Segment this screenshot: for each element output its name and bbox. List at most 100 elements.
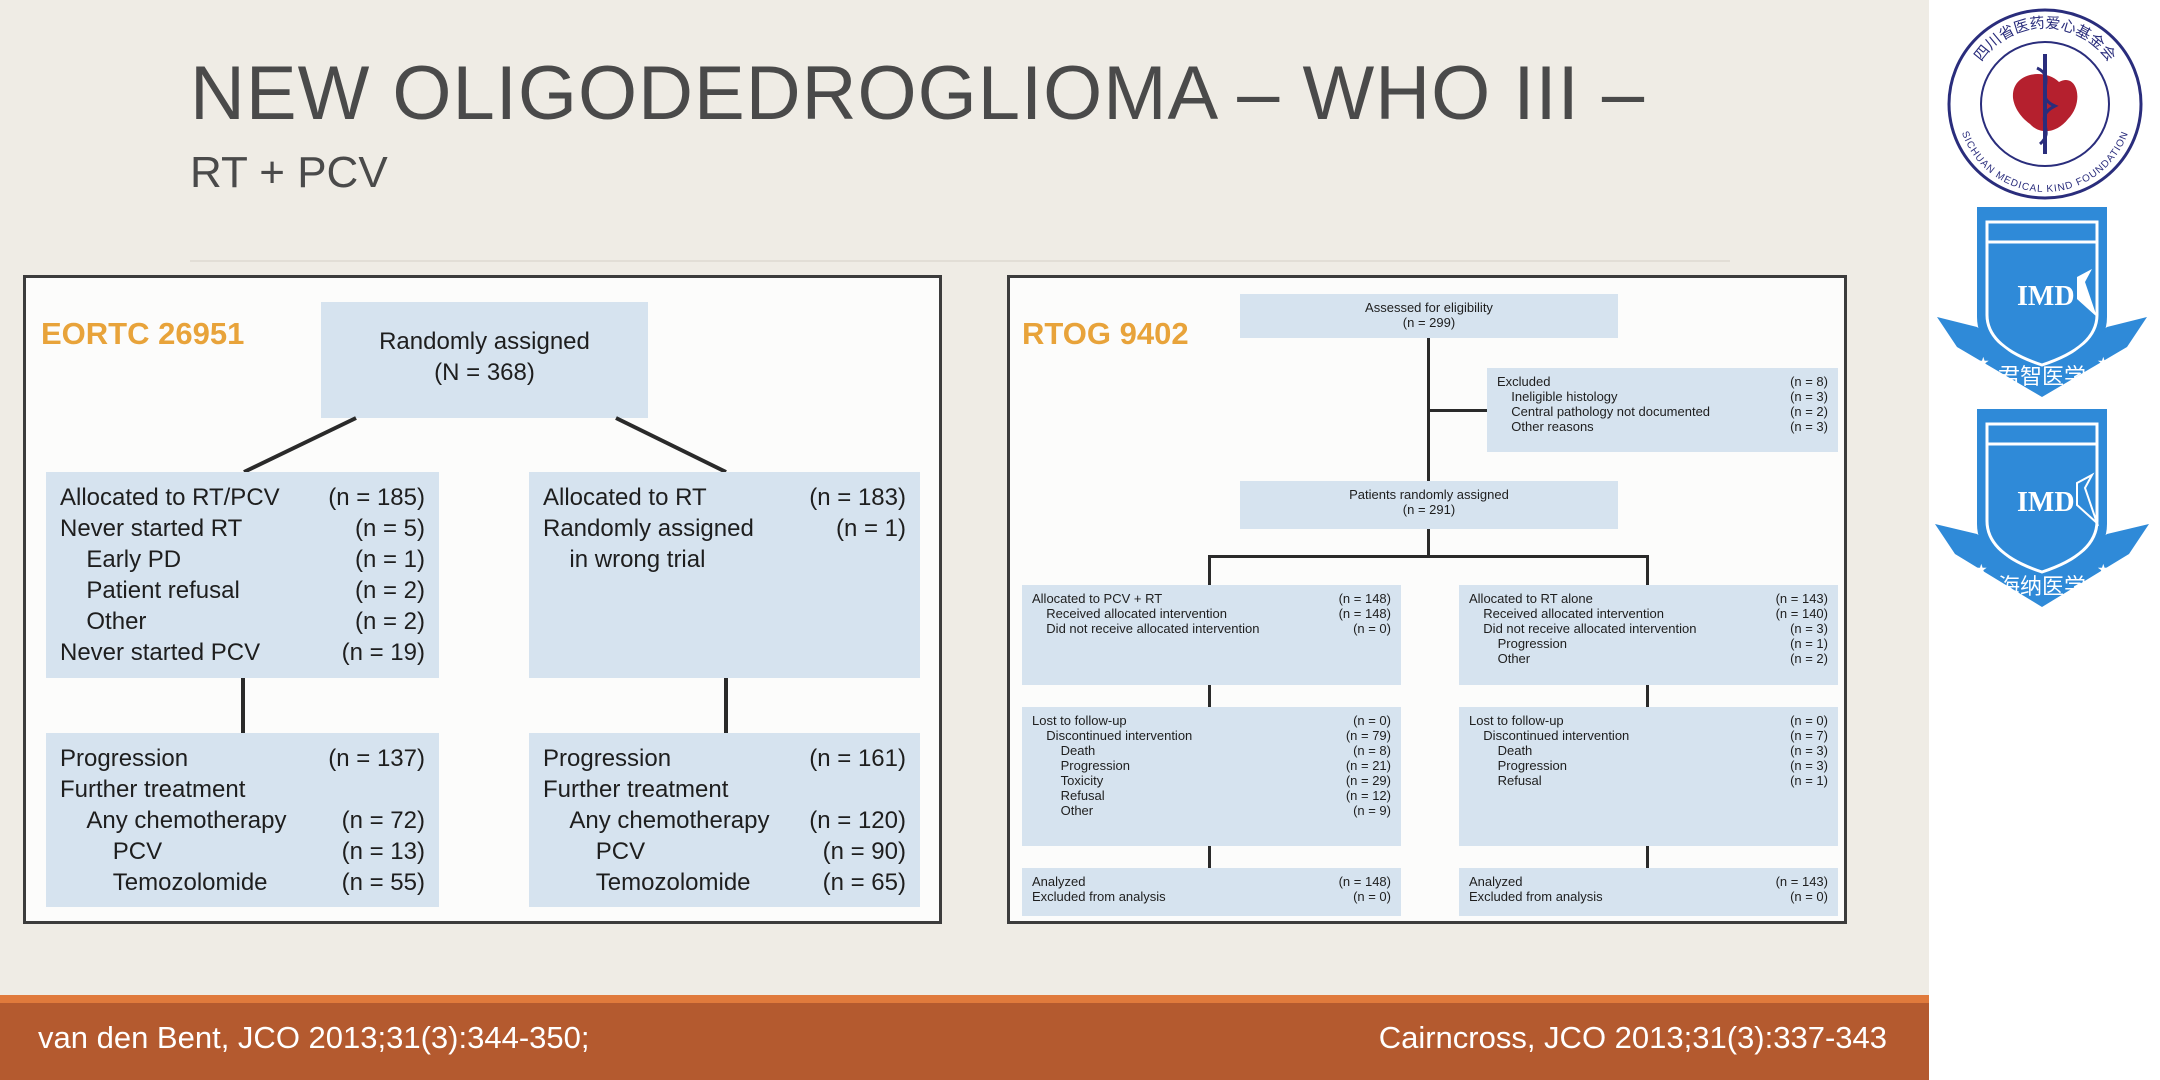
- row-count: (n = 29): [1345, 773, 1391, 788]
- row-label: Allocated to RT: [543, 484, 707, 511]
- box-row: Received allocated intervention(n = 140): [1469, 606, 1828, 621]
- box-row: Excluded from analysis(n = 0): [1469, 889, 1828, 904]
- imd-shield-logo-1: IMD 君智医学 ★★: [1937, 207, 2147, 397]
- connector-line: [1208, 685, 1211, 707]
- row-count: (n = 12): [1345, 788, 1391, 803]
- row-count: (n = 137): [328, 745, 425, 772]
- connector-line: [1208, 846, 1211, 868]
- box-row: Allocated to RT/PCV(n = 185): [60, 482, 425, 513]
- box-row: Early PD(n = 1): [60, 544, 425, 575]
- box-row: Other(n = 2): [1469, 651, 1828, 666]
- row-count: (n = 3): [1790, 621, 1828, 636]
- svg-text:★: ★: [1977, 354, 1990, 370]
- box-row: Analyzed (n = 148): [1032, 874, 1391, 889]
- box-line: (N = 368): [434, 359, 535, 386]
- row-count: (n = 0): [1353, 889, 1391, 904]
- row-label: Progression: [1497, 636, 1567, 651]
- row-count: (n = 72): [341, 807, 425, 834]
- row-count: (n = 1): [835, 515, 906, 542]
- row-count: (n = 161): [809, 745, 906, 772]
- row-count: (n = 9): [1353, 803, 1391, 818]
- box-row: Progression(n = 21): [1032, 758, 1391, 773]
- row-label: PCV: [112, 838, 163, 865]
- row-label: Lost to follow-up: [1032, 713, 1127, 728]
- box-row: Randomly assigned (n = 1): [543, 513, 906, 544]
- row-count: (n = 2): [1790, 404, 1828, 419]
- rt-alone-allocation-box: Allocated to RT alone (n = 143)Received a…: [1459, 585, 1838, 685]
- row-label: Allocated to RT alone: [1469, 591, 1593, 606]
- row-label: Refusal: [1497, 773, 1542, 788]
- row-label: Other reasons: [1511, 419, 1594, 434]
- row-count: (n = 19): [341, 639, 425, 666]
- slide-title: NEW OLIGODEDROGLIOMA – WHO III –: [190, 51, 1646, 136]
- box-row: Other(n = 9): [1032, 803, 1391, 818]
- connector-line: [1427, 409, 1487, 412]
- row-label: Analyzed: [1469, 874, 1523, 889]
- box-row: Received allocated intervention(n = 148): [1032, 606, 1391, 621]
- row-count: (n = 3): [1790, 743, 1828, 758]
- row-label: Allocated to PCV + RT: [1032, 591, 1163, 606]
- box-row: Analyzed(n = 143): [1469, 874, 1828, 889]
- row-label: Did not receive allocated intervention: [1046, 621, 1260, 636]
- row-label: Analyzed: [1032, 874, 1086, 889]
- citation-right: Cairncross, JCO 2013;31(3):337-343: [1378, 1020, 1887, 1055]
- row-label: Patient refusal: [86, 577, 240, 604]
- row-count: (n = 65): [822, 869, 906, 896]
- svg-text:★: ★: [1975, 561, 1988, 577]
- box-row: Allocated to RT(n = 183): [543, 482, 906, 513]
- svg-text:★: ★: [2097, 561, 2110, 577]
- box-row: Excluded(n = 8): [1497, 374, 1828, 389]
- row-count: (n = 2): [1790, 651, 1828, 666]
- row-count: (n = 0): [1353, 713, 1391, 728]
- footer-bar: van den Bent, JCO 2013;31(3):344-350; Ca…: [0, 995, 1929, 1080]
- row-label: Excluded: [1497, 374, 1551, 389]
- row-count: (n = 148): [1338, 874, 1391, 889]
- connector-line: [1427, 529, 1430, 557]
- row-count: (n = 5): [354, 515, 425, 542]
- row-count: (n = 2): [354, 608, 425, 635]
- box-line: Patients randomly assigned: [1349, 487, 1509, 502]
- row-label: Other: [86, 608, 147, 635]
- box-row: Progression(n = 3): [1469, 758, 1828, 773]
- box-row: Patient refusal(n = 2): [60, 575, 425, 606]
- rtog-flowchart: RTOG 9402 Assessed for eligibility (n = …: [1007, 275, 1847, 924]
- box-row: Allocated to RT alone (n = 143): [1469, 591, 1828, 606]
- row-label: PCV: [595, 838, 646, 865]
- pcv-rt-analysis-box: Analyzed (n = 148) Excluded from analysis (…: [1022, 868, 1401, 916]
- row-label: Discontinued intervention: [1046, 728, 1193, 743]
- box-row: Did not receive allocated intervention(n…: [1469, 621, 1828, 636]
- box-row: Further treatment: [60, 774, 425, 805]
- box-line: (n = 291): [1402, 502, 1456, 517]
- row-label: Toxicity: [1060, 773, 1104, 788]
- connector-line: [1208, 555, 1211, 585]
- box-row: Any chemotherapy(n = 72): [60, 805, 425, 836]
- box-row: Progression(n = 1): [1469, 636, 1828, 651]
- slide: NEW OLIGODEDROGLIOMA – WHO III – RT + PC…: [0, 0, 1929, 1080]
- box-line: Assessed for eligibility: [1365, 300, 1493, 315]
- row-label: Progression: [60, 745, 189, 772]
- rtog-label: RTOG 9402: [1022, 316, 1189, 351]
- row-count: (n = 3): [1790, 419, 1828, 434]
- box-row: PCV(n = 13): [60, 836, 425, 867]
- box-row: Never started PCV(n = 19): [60, 637, 425, 668]
- row-count: (n = 148): [1338, 606, 1391, 621]
- row-label: Ineligible histology: [1511, 389, 1618, 404]
- rt-alone-analysis-box: Analyzed(n = 143)Excluded from analysis(…: [1459, 868, 1838, 916]
- row-count: (n = 143): [1775, 591, 1828, 606]
- row-label: Randomly assigned: [543, 515, 754, 542]
- box-row: in wrong trial: [543, 544, 906, 575]
- box-row: Death(n = 3): [1469, 743, 1828, 758]
- box-row: Other reasons (n = 3): [1497, 419, 1828, 434]
- row-count: (n = 120): [809, 807, 906, 834]
- connector-line: [1646, 555, 1649, 585]
- row-count: (n = 1): [354, 546, 425, 573]
- row-label: in wrong trial: [569, 546, 706, 573]
- randomized-box: Patients randomly assigned (n = 291): [1240, 481, 1618, 529]
- divider: [190, 260, 1730, 262]
- row-label: Excluded from analysis: [1032, 889, 1166, 904]
- box-row: Never started RT(n = 5): [60, 513, 425, 544]
- eortc-flowchart: EORTC 26951 Randomly assigned (N = 368) …: [23, 275, 942, 924]
- connector-lines: [241, 416, 728, 733]
- slide-subtitle: RT + PCV: [190, 148, 388, 197]
